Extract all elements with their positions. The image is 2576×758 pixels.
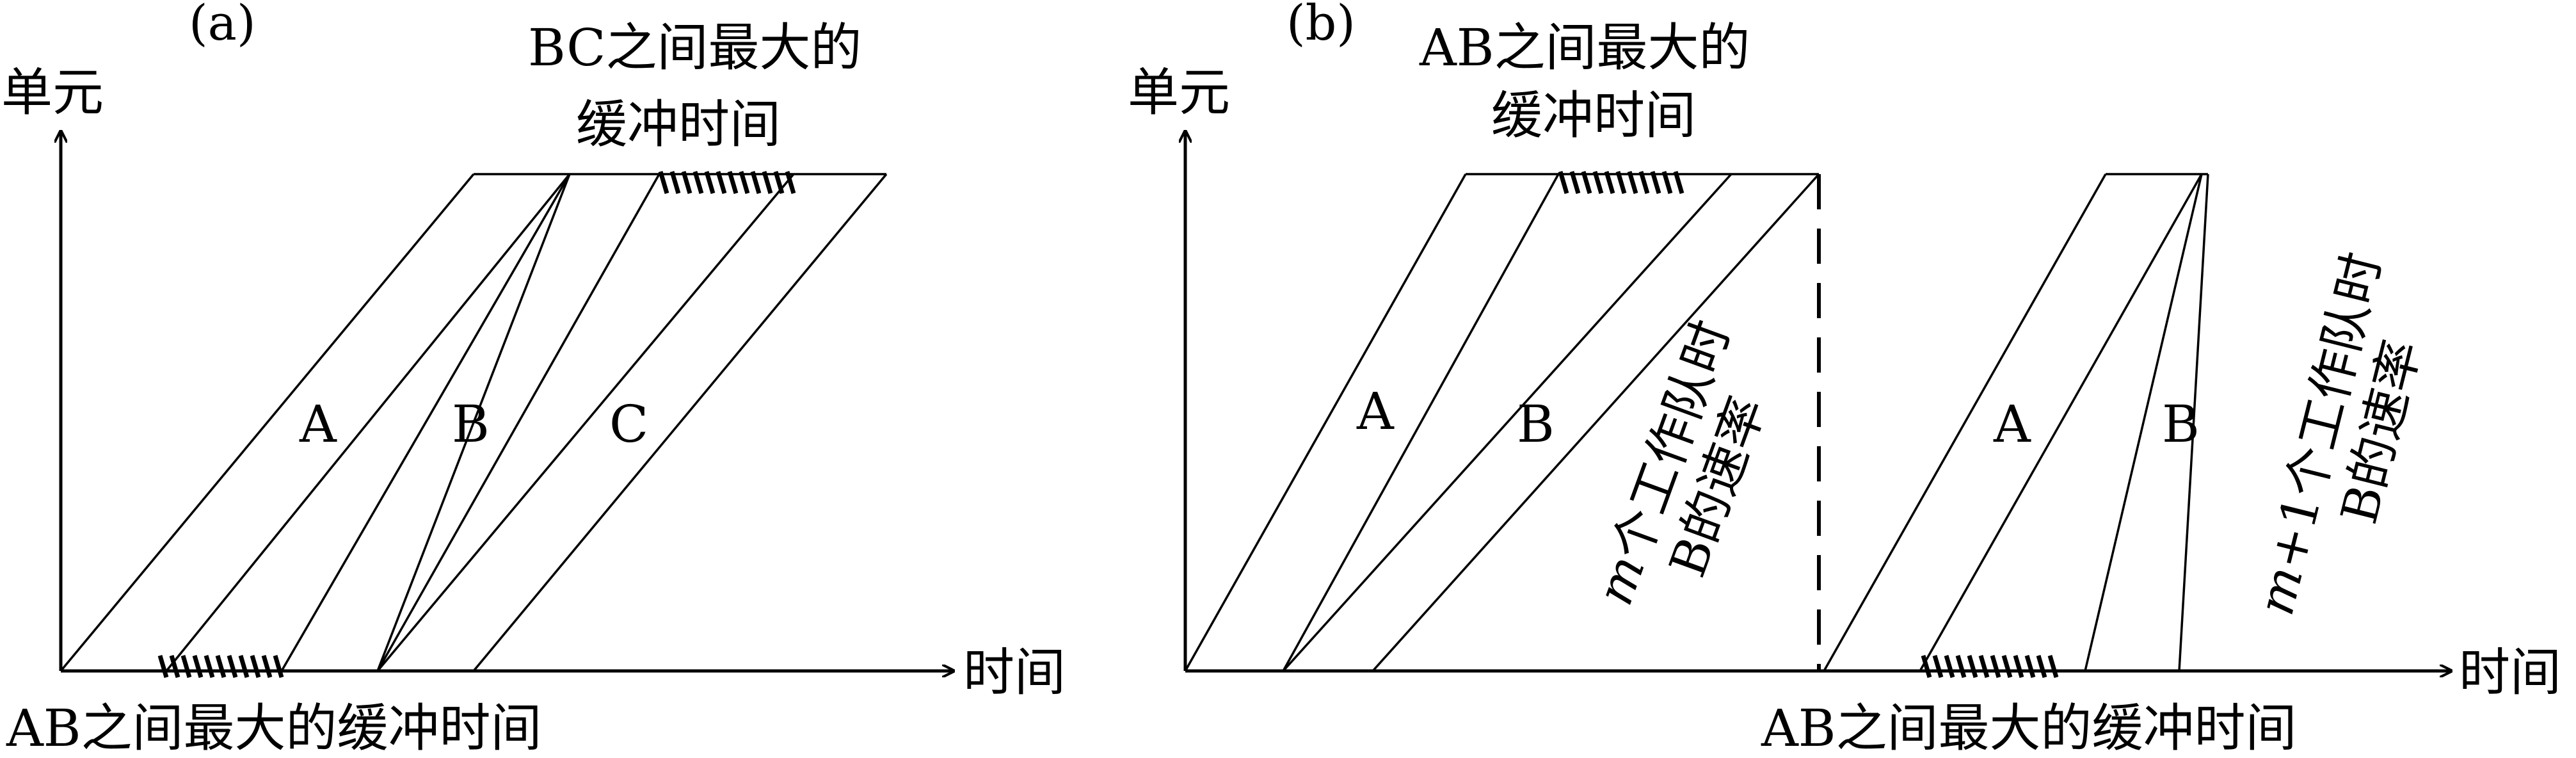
panel-a-bc-buffer-note-line2: 缓冲时间 [576,95,781,154]
panel-a-crew-b-fast [376,173,571,672]
panel-a-bc-buffer-hatch [658,171,796,194]
panel-a-crew-a-start [60,173,475,672]
panel-b-top-buffer-note-line1: AB之间最大的 [1419,18,1750,77]
panel-b-bottom-buffer-note: AB之间最大的缓冲时间 [1761,698,2297,758]
panel-b-right-crew-b-start [2084,173,2203,672]
panel-a: (a) 单元 时间 [1,0,1066,758]
panel-b-left-crew-b-end [1372,173,1820,672]
panel-b-rate-m1-label: m+1个工作队时 B的速率 [2247,247,2431,621]
panel-b-left-crew-b-start [1282,173,1732,672]
panel-b: (b) 单元 时间 [1128,0,2561,758]
panel-b-x-axis-label: 时间 [2459,643,2561,702]
panel-b-left-crew-a-label: A [1356,382,1395,441]
panel-a-bc-buffer-note-line1: BC之间最大的 [528,18,861,77]
panel-a-y-axis-label: 单元 [1,63,104,122]
panel-a-ab-buffer-hatch [157,655,284,678]
panel-b-right-crew-a-start [1823,173,2107,672]
panel-a-crew-c-label: C [609,394,648,454]
panel-a-crew-b-label: B [452,394,490,454]
panel-a-crew-c-start [376,173,795,672]
panel-b-top-buffer-note-line2: 缓冲时间 [1491,86,1696,145]
panel-a-x-axis-label: 时间 [963,643,1066,702]
panel-a-crew-b-end [376,173,660,672]
panel-b-tag: (b) [1286,0,1356,51]
panel-b-left-crew-a-start [1184,173,1467,672]
panel-a-tag: (a) [189,0,256,51]
panel-a-crew-c-end [472,173,888,672]
panel-a-ab-buffer-note: AB之间最大的缓冲时间 [6,698,542,758]
panel-b-right-crew-a-label: A [1993,394,2031,454]
panel-b-right-crew-b-label: B [2162,394,2200,454]
panel-b-left-crew-a-end [1282,173,1560,672]
panel-b-right-crew-a-end [1919,173,2203,672]
panel-b-left-crew-b-label: B [1517,394,1555,454]
panel-a-crew-a-end [165,173,571,672]
panel-a-crew-b-start [280,173,571,672]
panel-b-right-crew-b-end [2178,173,2209,672]
panel-a-crew-a-label: A [299,394,337,454]
panel-b-rate-m-label: m个工作队时 B的速率 [1586,314,1777,613]
panel-b-top-buffer-hatch [1558,171,1684,194]
panel-b-y-axis-label: 单元 [1128,63,1230,122]
panel-b-bottom-buffer-hatch [1921,655,2059,678]
